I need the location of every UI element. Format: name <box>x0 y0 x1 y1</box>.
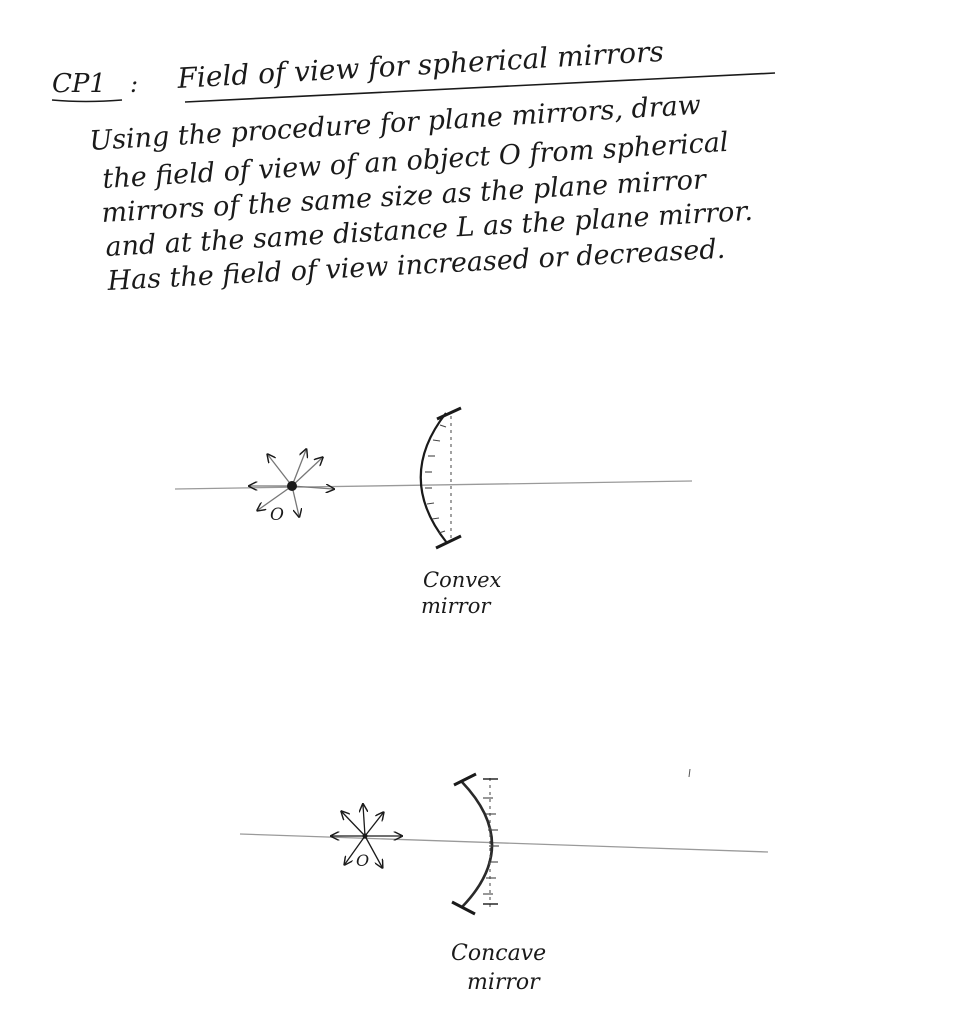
convex-diagram: O Convex mirror <box>174 406 693 618</box>
convex-object-point <box>287 481 297 491</box>
concave-mirror-bottom-cap <box>451 900 476 916</box>
convex-mirror-arc <box>419 412 448 544</box>
concave-object-rays <box>332 805 401 867</box>
heading-label-underline <box>51 99 123 103</box>
concave-mirror-hatching <box>483 797 499 895</box>
convex-object-rays <box>250 450 333 516</box>
convex-mirror-top-cap <box>436 406 462 421</box>
convex-caption-line2: mirror <box>421 594 492 618</box>
convex-caption-line1: Convex <box>423 568 502 592</box>
concave-object-point <box>362 833 368 839</box>
heading-title-underline <box>184 72 776 103</box>
heading-label: CP1 <box>52 69 106 99</box>
stray-pen-mark <box>688 768 691 778</box>
heading-separator: : <box>130 70 138 98</box>
concave-mirror-arc <box>461 781 494 908</box>
concave-object-label: O <box>356 851 369 870</box>
heading-title: Field of view for spherical mirrors <box>176 35 665 95</box>
convex-mirror-bottom-cap <box>435 534 462 550</box>
convex-object-label: O <box>270 505 284 525</box>
convex-principal-axis <box>174 480 693 490</box>
concave-caption-line2: mirror <box>467 970 541 995</box>
concave-caption-line1: Concave <box>451 941 546 966</box>
concave-diagram: O Concave mirror <box>239 772 769 995</box>
concave-mirror-top-cap <box>453 772 477 787</box>
convex-mirror-hatching <box>425 424 447 534</box>
instructions-block: Using the procedure for plane mirrors, d… <box>89 90 754 297</box>
concave-principal-axis <box>239 833 769 853</box>
